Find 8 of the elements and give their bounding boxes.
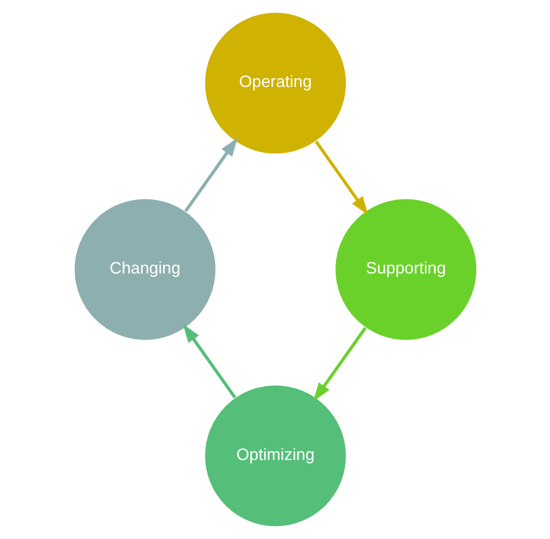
node-circle: Optimizing bbox=[204, 384, 346, 528]
arrow bbox=[184, 138, 238, 212]
arrow bbox=[312, 326, 366, 402]
node-circle: Operating bbox=[204, 12, 346, 155]
arrow bbox=[314, 140, 368, 216]
arrow bbox=[182, 324, 236, 398]
node-circle: Changing bbox=[73, 198, 216, 341]
node-circle: Supporting bbox=[334, 198, 477, 341]
